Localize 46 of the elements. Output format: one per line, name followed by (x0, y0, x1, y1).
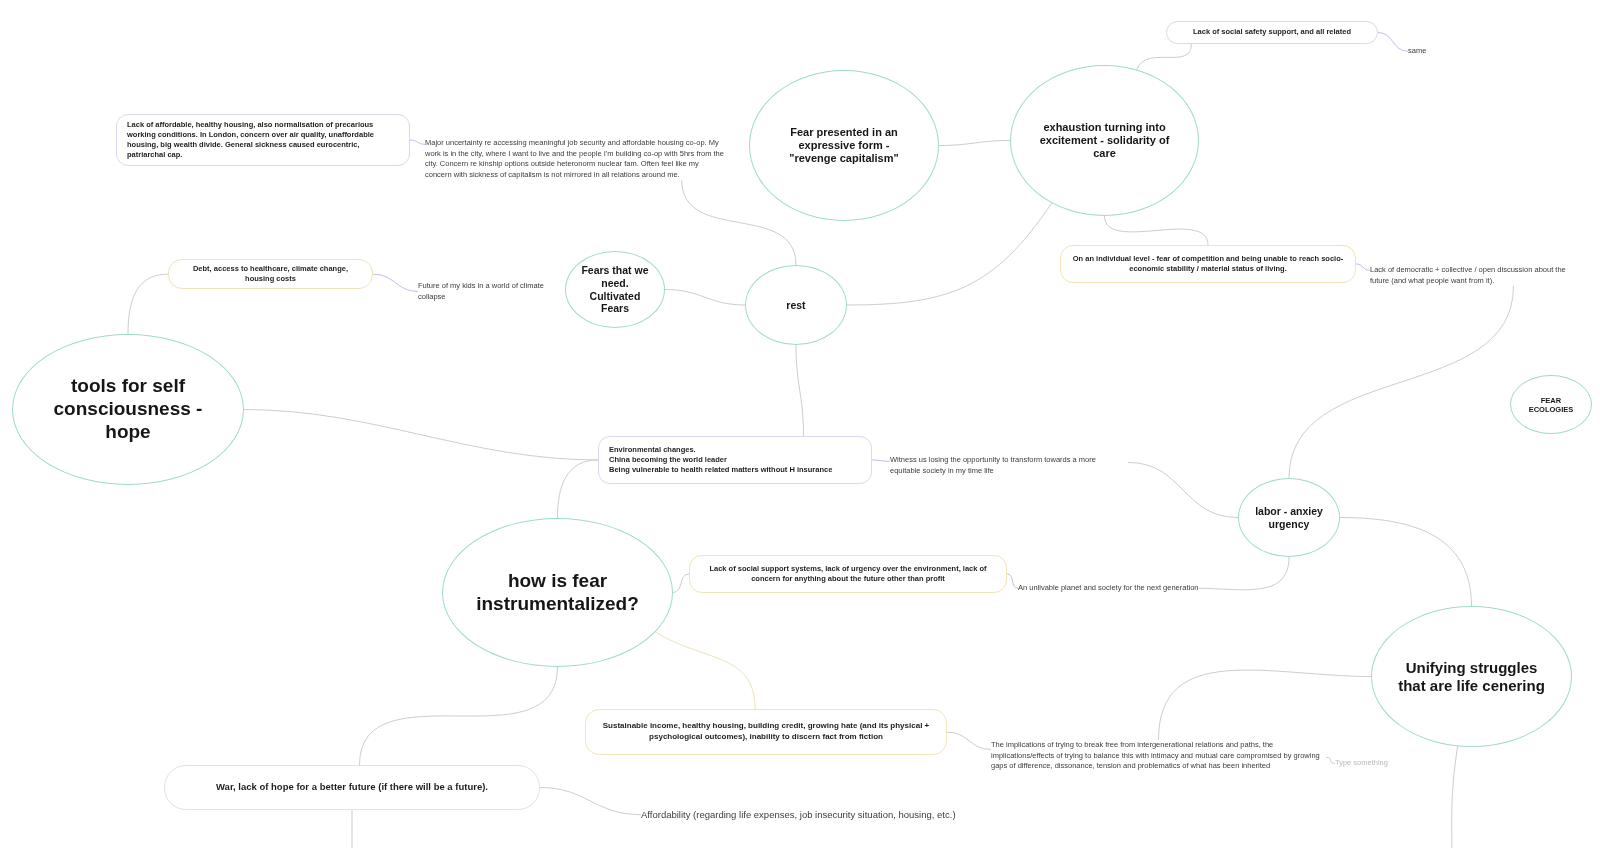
connector-line (1127, 461, 1239, 518)
connector-line (1158, 669, 1372, 741)
connector-line (938, 140, 1011, 146)
note-card (164, 765, 540, 810)
topic-label: Fears that we need. Cultivated Fears (580, 264, 650, 315)
topic-label: rest (786, 298, 806, 312)
topic-label: exhaustion turning into excitement - solidarity of care (1038, 120, 1171, 161)
connector-line (846, 202, 1053, 306)
topic-label: tools for self consciousness - hope (52, 375, 204, 444)
note-card (168, 259, 373, 290)
connector-line (1325, 756, 1336, 764)
note-card (1060, 245, 1356, 283)
connector-line (1198, 556, 1290, 591)
topic-label: how is fear instrumentalized? (475, 569, 640, 616)
connector-line (672, 573, 690, 593)
connector-line (1136, 43, 1192, 71)
note-text: Sustainable income, healthy housing, building credit, growing hate (and its physical + psychological outcomes), inability to discern fact from fiction (601, 721, 931, 743)
connector-line (359, 666, 558, 766)
note-card (689, 555, 1007, 593)
note-text: War, lack of hope for a better future (if there will be a future). (216, 781, 488, 794)
connector-line (1451, 745, 1458, 848)
note-card (1166, 21, 1378, 44)
connector-line (654, 631, 756, 710)
connector-line (871, 459, 891, 462)
note-card (585, 709, 947, 755)
connector-line (946, 731, 992, 750)
connector-line (795, 344, 804, 437)
connector-line (1339, 517, 1472, 607)
note-text: Affordability (regarding life expenses, job insecurity situation, housing, etc.) (641, 808, 956, 822)
connector-line (1377, 32, 1409, 52)
note-card (116, 114, 410, 166)
topic-label: Unifying struggles that are life cenering (1397, 658, 1546, 695)
topic-label: labor - anxiey urgency (1254, 504, 1324, 531)
connector-line (664, 289, 746, 306)
note-card (598, 436, 872, 484)
connector-line (1006, 573, 1019, 589)
connector-line (1104, 215, 1209, 246)
connector-line (539, 787, 642, 816)
connector-line (557, 459, 599, 519)
connector-line (372, 273, 419, 292)
connector-line (681, 179, 797, 266)
connector-line (127, 273, 169, 335)
connector-line (1288, 285, 1514, 479)
topic-label: Fear presented in an expressive form - "revenge capitalism" (788, 125, 900, 166)
connector-line (1355, 263, 1371, 271)
connector-line (409, 139, 426, 145)
